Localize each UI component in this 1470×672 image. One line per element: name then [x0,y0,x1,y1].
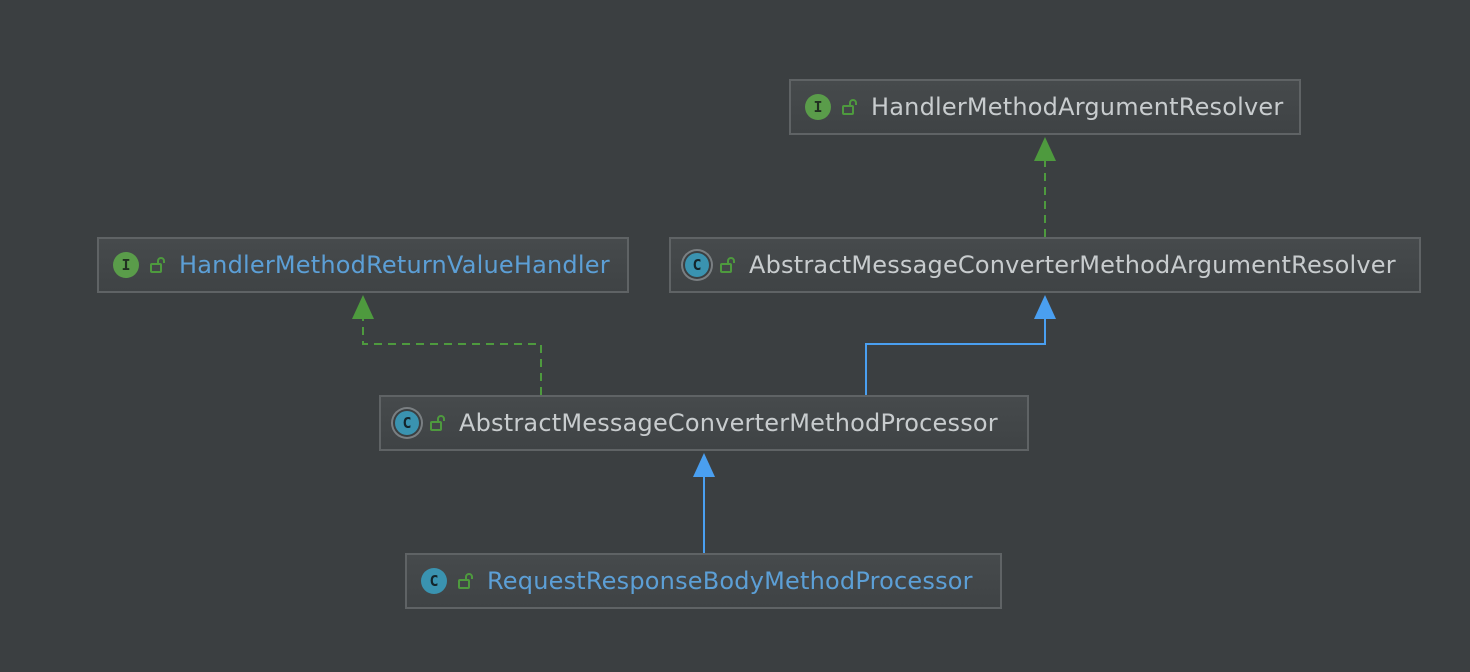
class-name: HandlerMethodReturnValueHandler [179,251,610,279]
interface-icon: I [805,94,831,120]
arrowhead-triangle [693,453,715,477]
edge-extends-method-processor [693,453,715,553]
class-icon: C [421,568,447,594]
node-handler-method-argument-resolver[interactable]: I HandlerMethodArgumentResolver [789,79,1301,135]
class-name: AbstractMessageConverterMethodArgumentRe… [749,251,1396,279]
unlocked-public-icon [150,257,165,273]
node-request-response-body-method-processor[interactable]: C RequestResponseBodyMethodProcessor [405,553,1002,609]
arrowhead-hollow-triangle [1034,137,1056,161]
unlocked-public-icon [430,415,445,431]
class-name: HandlerMethodArgumentResolver [871,93,1284,121]
edge-implements-argument-resolver [1034,137,1056,237]
node-abstract-message-converter-method-processor[interactable]: C AbstractMessageConverterMethodProcesso… [379,395,1029,451]
node-handler-method-return-value-handler[interactable]: I HandlerMethodReturnValueHandler [97,237,629,293]
arrowhead-triangle [352,295,374,319]
class-name: RequestResponseBodyMethodProcessor [487,567,973,595]
unlocked-public-icon [720,257,735,273]
abstract-class-icon: C [395,411,419,435]
node-abstract-message-converter-method-argument-resolver[interactable]: C AbstractMessageConverterMethodArgument… [669,237,1421,293]
edge-implements-return-value-handler [352,295,542,395]
unlocked-public-icon [842,99,857,115]
edge-extends-argument-resolver [865,295,1056,395]
abstract-class-icon: C [685,253,709,277]
class-name: AbstractMessageConverterMethodProcessor [459,409,998,437]
interface-icon: I [113,252,139,278]
unlocked-public-icon [458,573,473,589]
arrowhead-triangle [1034,295,1056,319]
